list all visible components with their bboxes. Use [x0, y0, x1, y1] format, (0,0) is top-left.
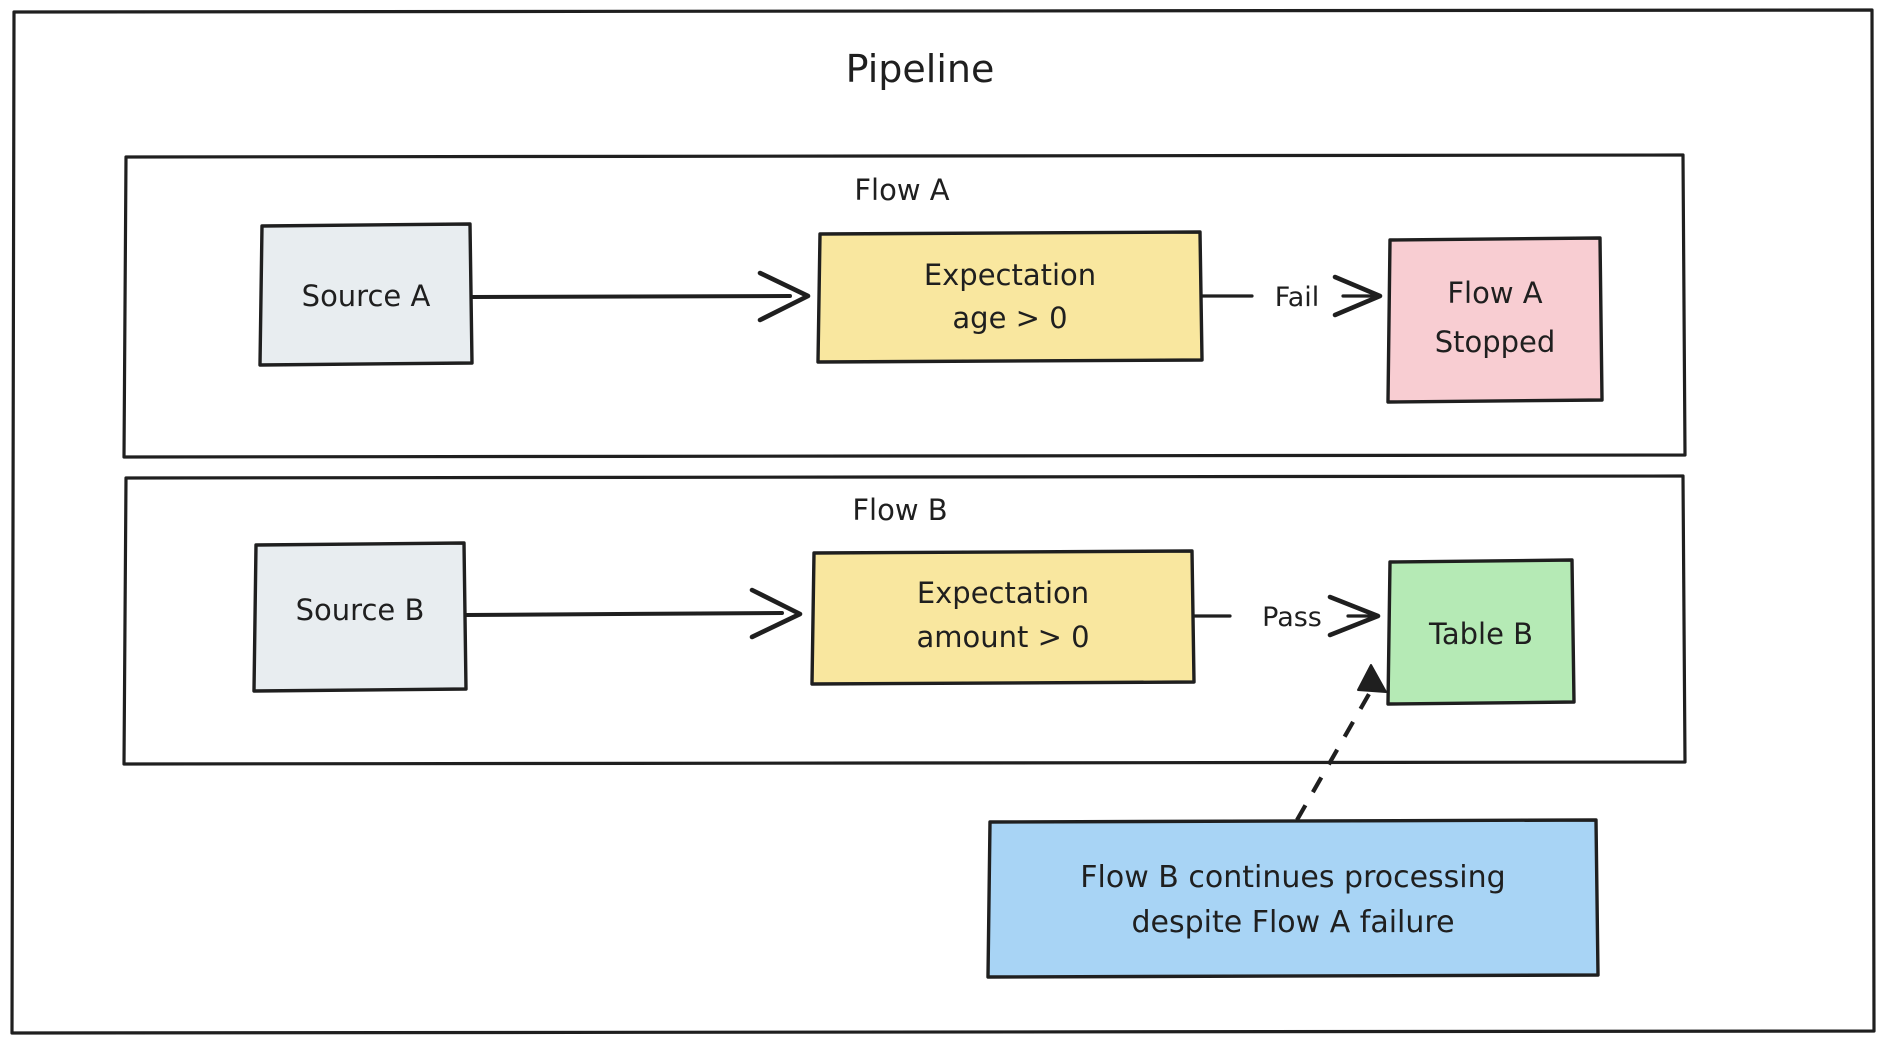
node-note-line1: Flow B continues processing	[1080, 860, 1505, 895]
node-table-b[interactable]	[1386, 558, 1576, 706]
arrow-head-icon	[1357, 664, 1387, 693]
node-expectation-a-line1: Expectation	[924, 258, 1096, 292]
edge-note-to-table-b	[1295, 678, 1379, 822]
node-flow-a-stopped-line2: Stopped	[1435, 325, 1556, 359]
node-expectation-b-line2: amount > 0	[916, 620, 1089, 654]
arrow-head-icon	[1327, 594, 1381, 638]
node-expectation-a-line2: age > 0	[952, 301, 1067, 335]
node-table-b-label: Table B	[1428, 617, 1533, 651]
flow-b-container	[122, 474, 1687, 766]
page-title: Pipeline	[846, 47, 995, 91]
edge-source-b-to-expectation-b	[464, 611, 784, 617]
edge-label-fail: Fail	[1275, 282, 1320, 313]
node-source-b[interactable]	[252, 541, 468, 693]
flow-b-label: Flow B	[852, 493, 947, 527]
arrow-head-icon	[1332, 274, 1383, 318]
node-flow-a-stopped[interactable]	[1386, 236, 1604, 404]
flow-a-container	[122, 153, 1687, 459]
node-source-b-label: Source B	[296, 593, 425, 627]
node-note-line2: despite Flow A failure	[1131, 905, 1454, 940]
flow-a-label: Flow A	[854, 173, 949, 207]
node-expectation-b-line1: Expectation	[917, 576, 1089, 610]
pipeline-container	[10, 8, 1876, 1035]
node-source-a[interactable]	[258, 222, 474, 367]
arrow-head-icon	[749, 587, 803, 640]
arrow-head-icon	[757, 270, 811, 323]
node-expectation-a[interactable]	[816, 230, 1204, 364]
node-flow-a-stopped-line1: Flow A	[1447, 276, 1542, 310]
edge-source-a-to-expectation-a	[470, 294, 792, 299]
node-source-a-label: Source A	[302, 279, 431, 313]
edge-label-pass: Pass	[1262, 602, 1322, 633]
node-note[interactable]	[986, 818, 1600, 979]
node-expectation-b[interactable]	[810, 549, 1196, 686]
